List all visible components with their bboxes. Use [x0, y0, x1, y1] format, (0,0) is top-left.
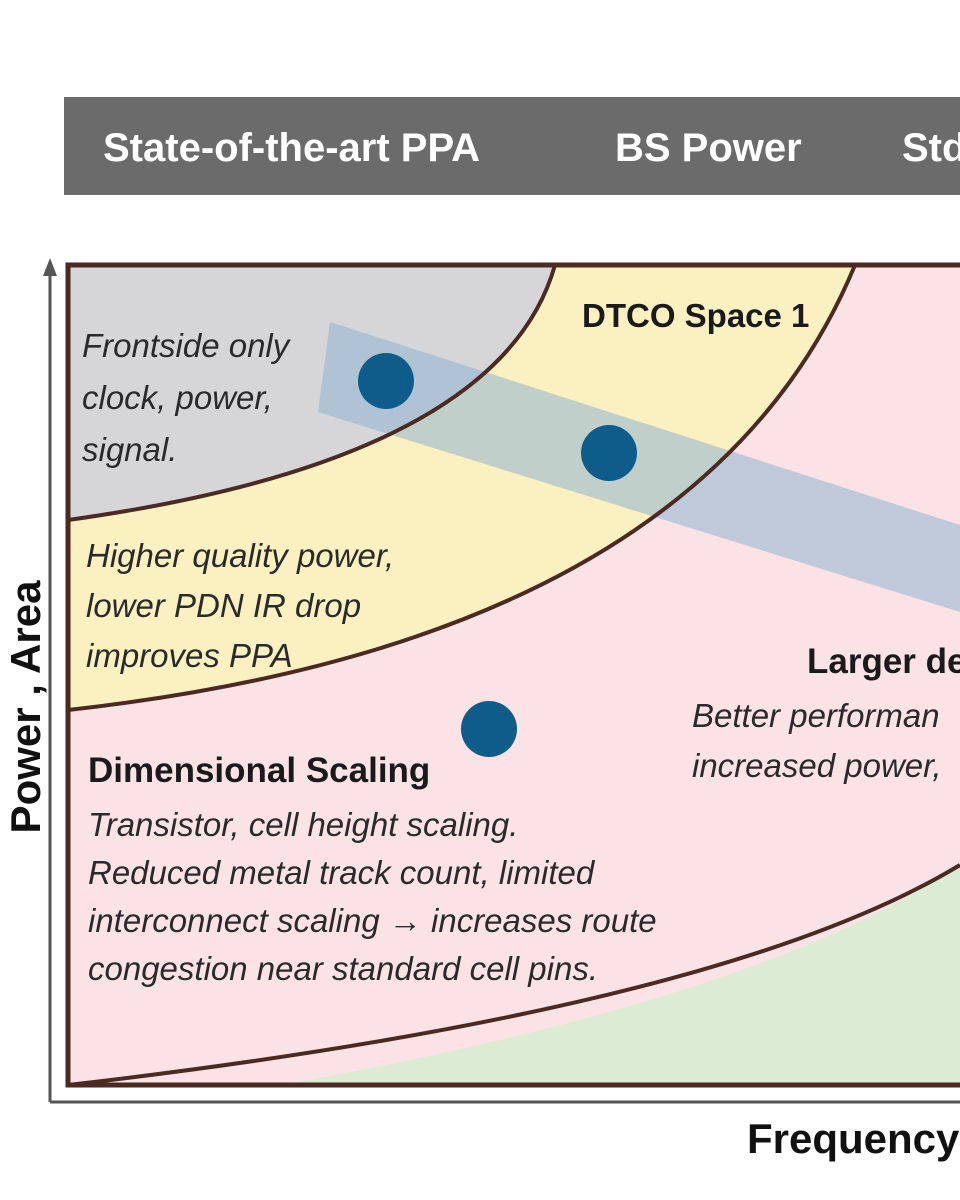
dtco-boundary [68, 265, 857, 712]
larger-design-text-line: Better performan [692, 697, 940, 734]
tab-bs-power: BS Power [615, 126, 802, 170]
scaling-text-line: congestion near standard cell pins. [88, 950, 598, 987]
plot-border [65, 262, 960, 1088]
bs-power-text-line: improves PPA [86, 637, 293, 674]
frontside-text-line: signal. [82, 431, 177, 468]
bs-power-text-line: Higher quality power, [86, 537, 394, 574]
plot-regions [68, 265, 960, 1085]
frontside-text-line: clock, power, [82, 379, 273, 416]
larger-design-title: Larger de [807, 642, 960, 681]
dtco-dot [581, 425, 637, 481]
larger-design-text-line: increased power, [692, 747, 941, 784]
green-region [280, 865, 960, 1085]
header-bar [64, 97, 960, 195]
tab-state-of-the-art-ppa: State-of-the-art PPA [103, 126, 480, 170]
frontside-dot [358, 353, 414, 409]
frontside-region [68, 265, 555, 520]
trend-band [318, 322, 960, 612]
scaling-boundary [68, 863, 960, 1085]
scaling-text-line: Transistor, cell height scaling. [88, 806, 518, 843]
bs-power-text-line: lower PDN IR drop [86, 587, 361, 624]
scaling-dot [461, 701, 517, 757]
frontside-text-line: Frontside only [82, 327, 292, 364]
y-axis-label: Power , Area [2, 580, 49, 834]
y-axis-arrow [43, 258, 57, 276]
frontside-boundary [68, 265, 557, 522]
dimensional-scaling-title: Dimensional Scaling [88, 751, 430, 790]
x-axis-label: Frequency [747, 1115, 960, 1162]
scaling-text-line: Reduced metal track count, limited [88, 854, 596, 891]
dtco-space-title: DTCO Space 1 [582, 297, 809, 334]
tab-std: Std [902, 126, 960, 170]
scaling-text-line: interconnect scaling → increases route [88, 902, 657, 939]
